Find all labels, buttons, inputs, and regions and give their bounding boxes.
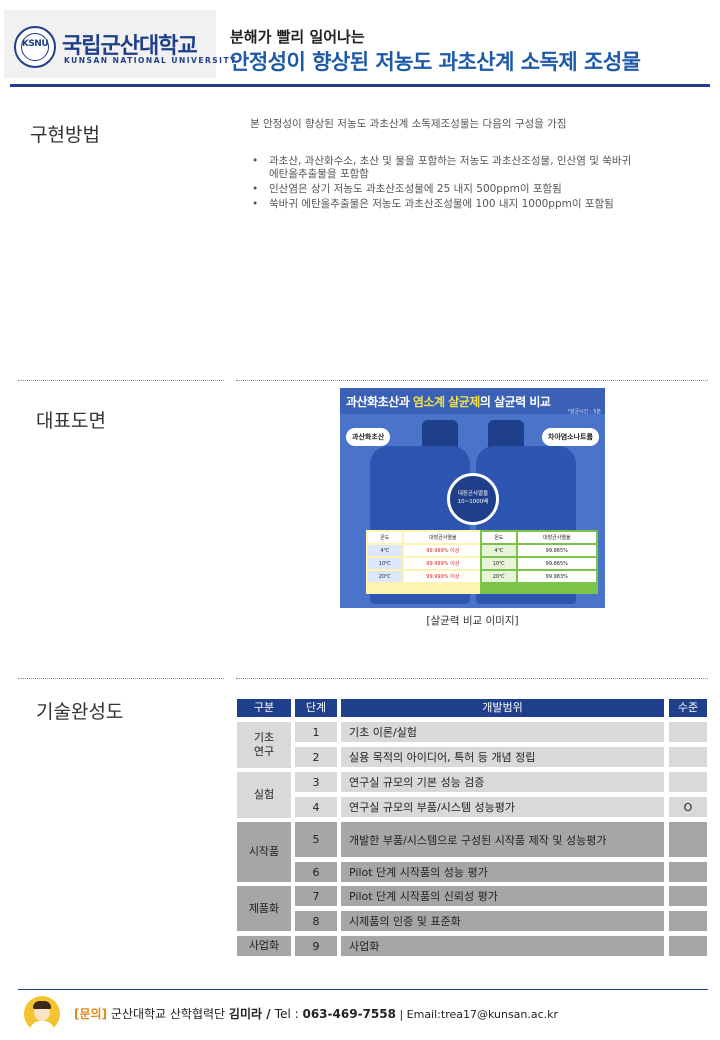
table-header-scope: 개발범위 <box>341 699 664 717</box>
university-seal-icon: KSNU <box>14 26 56 68</box>
contact-separator: / <box>262 1007 275 1021</box>
table-category-cell: 사업화 <box>237 936 291 956</box>
table-level-cell <box>669 911 707 931</box>
table-scope-cell: 연구실 규모의 기본 성능 검증 <box>341 772 664 792</box>
bullet-text: 인산염은 상기 저농도 과초산조성물에 25 내지 500ppm이 포함됨 <box>269 183 562 195</box>
contact-phone: 063-469-7558 <box>302 1007 396 1021</box>
table-level-cell <box>669 822 707 857</box>
inquiry-label: [문의] <box>74 1007 108 1021</box>
table-scope-cell: 연구실 규모의 부품/시스템 성능평가 <box>341 797 664 817</box>
table-scope-cell: Pilot 단계 시작품의 성능 평가 <box>341 862 664 882</box>
avatar-icon <box>24 996 60 1032</box>
table-level-cell <box>669 747 707 767</box>
center-badge-line: 10~1000배 <box>457 499 489 505</box>
table-scope-cell: 사업화 <box>341 936 664 956</box>
bullet-glyph: • <box>252 183 259 195</box>
table-stage-cell: 5 <box>295 822 337 857</box>
figure-caption: [살균력 비교 이미지] <box>426 615 519 627</box>
figure-title-bar: 과산화초산과 염소계 살균제의 살균력 비교 <box>340 388 605 414</box>
bottle-cap-icon <box>488 420 524 450</box>
page-title: 안정성이 향상된 저농도 과초산계 소독제 조성물 <box>230 50 641 74</box>
table-level-cell <box>669 886 707 906</box>
footer-divider <box>18 989 708 990</box>
table-scope-cell: Pilot 단계 시작품의 신뢰성 평가 <box>341 886 664 906</box>
section-label-maturity: 기술완성도 <box>36 701 124 723</box>
contact-info: [문의] 군산대학교 산학협력단 김미라 / Tel : 063-469-755… <box>74 1005 558 1022</box>
table-level-cell-current: O <box>669 797 707 817</box>
center-badge: 대장균사멸율 10~1000배 <box>447 473 499 525</box>
representative-figure: 과산화초산과 염소계 살균제의 살균력 비교 *살균시간 : 5분 과산화초산 … <box>340 388 605 608</box>
table-stage-cell: 3 <box>295 772 337 792</box>
table-category-cell: 시작품 <box>237 822 291 882</box>
contact-name: 김미라 <box>228 1007 263 1021</box>
bottle-cap-icon <box>422 420 458 450</box>
bullet-glyph: • <box>252 155 259 167</box>
section-divider <box>18 380 224 381</box>
table-stage-cell: 4 <box>295 797 337 817</box>
left-tag: 과산화초산 <box>346 428 391 446</box>
table-scope-cell: 개발한 부품/시스템으로 구성된 시작품 제작 및 성능평가 <box>341 822 664 857</box>
list-item: • 인산염은 상기 저농도 과초산조성물에 25 내지 500ppm이 포함됨 <box>252 183 712 197</box>
table-level-cell <box>669 772 707 792</box>
section-divider <box>18 678 224 679</box>
contact-email[interactable]: | Email:trea17@kunsan.ac.kr <box>395 1008 559 1021</box>
table-category-cell: 제품화 <box>237 886 291 931</box>
center-badge-line: 대장균사멸율 <box>457 491 489 497</box>
section-divider <box>236 678 708 679</box>
right-tag: 차아염소나트륨 <box>541 428 599 446</box>
page-subtitle: 분해가 빨리 일어나는 <box>230 28 365 46</box>
table-stage-cell: 2 <box>295 747 337 767</box>
section-label-implementation: 구현방법 <box>30 124 100 146</box>
list-item: • 과초산, 과산화수소, 초산 및 물을 포함하는 저농도 과초산조성물, 인… <box>252 155 712 183</box>
table-header-stage: 단계 <box>295 699 337 717</box>
university-name-korean: 국립군산대학교 <box>62 34 198 59</box>
table-stage-cell: 6 <box>295 862 337 882</box>
section-divider <box>236 380 708 381</box>
bullet-text: 쑥바귀 에탄올추출물은 저농도 과초산조성물에 100 내지 1000ppm이 … <box>269 198 614 210</box>
table-level-cell <box>669 862 707 882</box>
contact-org: 군산대학교 산학협력단 <box>107 1007 229 1021</box>
table-category-cell: 기초 연구 <box>237 722 291 768</box>
table-header-category: 구분 <box>237 699 291 717</box>
figure-title: 과산화초산과 염소계 살균제의 살균력 비교 <box>346 395 551 409</box>
table-scope-cell: 기초 이론/실험 <box>341 722 664 742</box>
seal-text: KSNU <box>21 39 49 49</box>
table-stage-cell: 8 <box>295 911 337 931</box>
table-scope-cell: 실용 목적의 아이디어, 특허 등 개념 정립 <box>341 747 664 767</box>
header-divider <box>10 84 710 87</box>
table-level-cell <box>669 722 707 742</box>
implementation-intro: 본 안정성이 향상된 저농도 과초산계 소독제조성물는 다음의 구성을 가짐 <box>250 118 567 130</box>
figure-note: *살균시간 : 5분 <box>567 409 601 415</box>
table-stage-cell: 1 <box>295 722 337 742</box>
tel-label: Tel : <box>274 1007 303 1021</box>
list-item: • 쑥바귀 에탄올추출물은 저농도 과초산조성물에 100 내지 1000ppm… <box>252 198 712 212</box>
bullet-text: 과초산, 과산화수소, 초산 및 물을 포함하는 저농도 과초산조성물, 인산염… <box>269 155 632 167</box>
table-stage-cell: 9 <box>295 936 337 956</box>
university-name-english: KUNSAN NATIONAL UNIVERSITY <box>64 56 237 65</box>
table-level-cell <box>669 936 707 956</box>
table-category-cell: 실험 <box>237 772 291 818</box>
table-stage-cell: 7 <box>295 886 337 906</box>
table-scope-cell: 시제품의 인증 및 표준화 <box>341 911 664 931</box>
bullet-text: 에탄올추출물을 포함함 <box>269 168 369 180</box>
section-label-drawing: 대표도면 <box>36 410 106 432</box>
table-header-level: 수준 <box>669 699 707 717</box>
bullet-glyph: • <box>252 198 259 210</box>
